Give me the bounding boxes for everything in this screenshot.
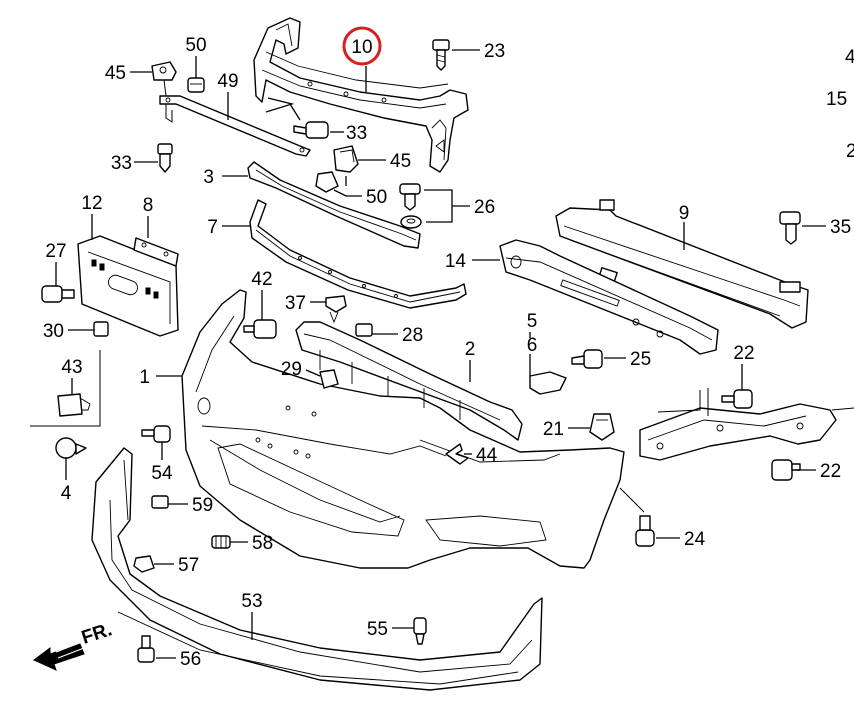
upper-beam-part [253,17,469,173]
strip-7 [249,199,467,309]
callout-10: 10 [351,37,372,58]
callout-1: 1 [139,367,150,388]
stay-bracket-line [163,79,173,123]
front-arrow-icon [33,641,85,671]
side-bracket-lines [657,388,709,416]
absorber-beam-9 [555,199,809,329]
support-bracket-2 [295,321,523,441]
absorber-14 [499,239,719,355]
callout-57: 57 [178,555,199,576]
callout-4-right: 4 [845,47,854,68]
callout-14: 14 [445,251,467,272]
clip-37 [325,295,347,324]
clip-29 [319,369,339,389]
bolt-50-top [187,77,205,93]
clip-30 [93,321,109,337]
callout-37: 37 [285,293,306,314]
callout-50a: 50 [185,35,206,56]
arrow-mark-44 [445,443,469,465]
screw-55 [413,617,427,645]
bolt-24 [635,515,655,547]
callout-30: 30 [43,321,64,342]
callout-22a: 22 [733,343,754,364]
clip-58 [211,535,231,549]
callout-28: 28 [402,325,423,346]
clip-43 [57,393,91,417]
box-43-outline [30,350,101,427]
callout-54: 54 [151,463,173,484]
clip-28 [355,323,373,337]
callout-55: 55 [367,619,388,640]
leader-beam-bolts [265,97,301,121]
bolt-27 [41,285,75,303]
highlight-circle-10 [342,26,382,66]
bolt-35 [779,211,801,245]
bracket-8 [133,237,179,267]
license-bracket-12 [77,235,179,337]
bolt-54 [141,425,171,443]
callout-27: 27 [45,241,66,262]
callout-45a: 45 [105,63,126,84]
clip-59 [151,495,169,509]
callout-42: 42 [251,269,272,290]
callout-2-right: 2 [846,141,854,162]
callout-26: 26 [474,197,495,218]
callout-59: 59 [192,495,213,516]
bolt-22-bottom [771,459,801,481]
callout-23: 23 [484,41,505,62]
bolt-33-center [293,121,329,139]
side-bracket [639,403,854,461]
bumper-cover-1 [181,289,625,569]
bolt-50-center [315,171,339,193]
callout-2: 2 [465,339,476,360]
callout-50b: 50 [366,187,387,208]
callout-33a: 33 [111,153,132,174]
callout-56: 56 [180,649,201,670]
clip-21 [589,413,615,441]
clip-45-left [151,61,177,81]
callout-29: 29 [281,359,302,380]
callout-25: 25 [630,349,651,370]
callout-22b: 22 [820,461,841,482]
strip-3 [247,161,421,249]
leader-50b [333,176,362,197]
front-arrow-label: FR. [79,619,115,648]
leader-29 [305,369,321,377]
callout-45b: 45 [390,151,411,172]
callout-43: 43 [61,357,82,378]
callout-6: 6 [527,335,538,356]
bolt-26 [399,183,422,229]
callout-53: 53 [241,591,262,612]
stay-rod-49 [159,95,311,157]
bolt-56 [137,635,155,663]
callout-4: 4 [61,483,72,504]
callout-21: 21 [543,419,564,440]
leader-24-dash [619,487,645,513]
nut-57 [133,555,155,573]
callout-35: 35 [830,217,851,238]
bolt-23 [432,39,450,71]
callout-7: 7 [207,217,218,238]
leader-26 [424,189,470,223]
callout-33b: 33 [346,123,367,144]
bolt-33-left [157,143,173,173]
bolt-22-top [721,389,753,409]
grommet-4 [55,437,87,459]
bolt-25 [571,349,603,369]
callout-49: 49 [217,71,238,92]
callout-15: 15 [826,89,847,110]
bracket-6 [529,371,567,395]
callout-9: 9 [679,203,690,224]
callout-12: 12 [81,193,102,214]
callout-3: 3 [203,167,214,188]
callout-44: 44 [476,445,498,466]
bolt-42 [243,319,277,339]
bracket-45-center [333,145,359,173]
callout-5: 5 [527,311,538,332]
lip-spoiler-53 [91,447,543,691]
callout-8: 8 [143,195,154,216]
callout-24: 24 [684,529,706,550]
callout-58: 58 [252,533,273,554]
